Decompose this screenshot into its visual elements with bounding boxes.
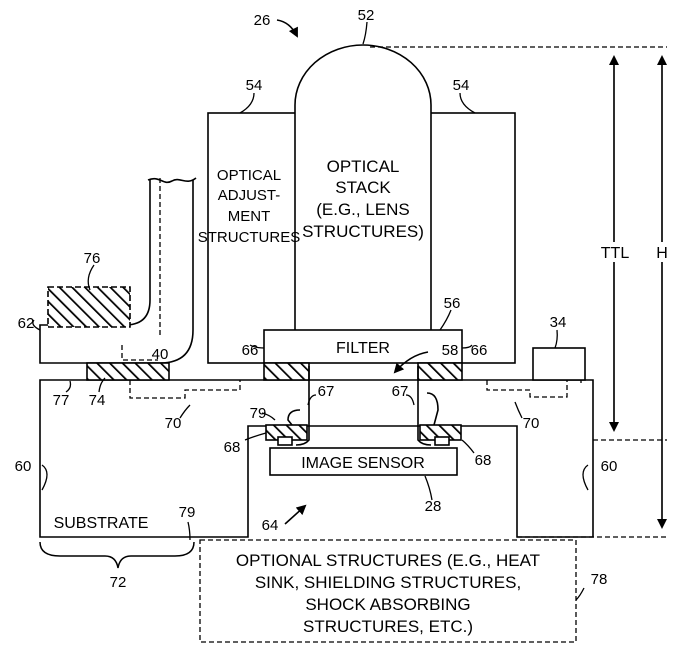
ref-34: 34 <box>550 314 567 331</box>
flex-cable-break <box>147 177 197 184</box>
optical-adjust-label-2: ADJUST- <box>218 187 281 204</box>
pad-74 <box>86 362 170 381</box>
optical-adjust-right <box>429 112 516 364</box>
aperture-left <box>295 366 310 446</box>
optical-stack-label-1: OPTICAL <box>327 157 400 176</box>
ref-79-left: 79 <box>250 405 267 422</box>
ref-70-right: 70 <box>523 415 540 432</box>
optical-stack-label-3: (E.G., LENS <box>316 200 410 219</box>
pad-66-left <box>263 362 310 381</box>
ref-74: 74 <box>89 392 106 409</box>
optional-label-1: OPTIONAL STRUCTURES (E.G., HEAT <box>236 551 540 570</box>
optional-label-2: SINK, SHIELDING STRUCTURES, <box>255 573 521 592</box>
ref-67-left: 67 <box>318 383 335 400</box>
optical-stack-label-4: STRUCTURES) <box>302 222 424 241</box>
ref-52: 52 <box>358 7 375 24</box>
ref-66-right: 66 <box>471 342 488 359</box>
substrate-outline <box>39 379 594 538</box>
optical-stack <box>294 44 432 330</box>
ref-78: 78 <box>591 571 608 588</box>
optical-adjust-label-3: MENT <box>228 208 271 225</box>
stiffener-76 <box>47 286 131 328</box>
ref-54-right: 54 <box>453 77 470 94</box>
optical-stack-label-2: STACK <box>335 178 391 197</box>
h-label: H <box>656 245 668 262</box>
substrate-label: SUBSTRATE <box>54 515 149 532</box>
ref-68-right: 68 <box>475 452 492 469</box>
ref-54-left: 54 <box>246 77 263 94</box>
trace-70-left <box>129 380 241 399</box>
ref-77: 77 <box>53 392 70 409</box>
arrow-64 <box>284 504 307 525</box>
optional-label-3: SHOCK ABSORBING <box>305 595 470 614</box>
ref-79-bottom: 79 <box>179 504 196 521</box>
image-sensor-box <box>269 447 458 476</box>
ref-58: 58 <box>442 342 459 359</box>
filter-box <box>263 329 463 364</box>
ref-68-left: 68 <box>224 439 241 456</box>
ref-76: 76 <box>84 250 101 267</box>
ref-66-left: 66 <box>242 342 259 359</box>
ref-62: 62 <box>18 315 35 332</box>
ref-26: 26 <box>254 12 271 29</box>
ref-64: 64 <box>262 517 279 534</box>
optional-label-4: STRUCTURES, ETC.) <box>303 617 473 636</box>
ref-67-right: 67 <box>392 383 409 400</box>
component-34 <box>532 347 586 381</box>
ref-70-left: 70 <box>165 415 182 432</box>
arrow-58 <box>393 351 429 374</box>
ttl-label: TTL <box>601 245 630 262</box>
brace-72 <box>39 541 195 569</box>
optical-adjust-label-1: OPTICAL <box>217 167 281 184</box>
filter-label: FILTER <box>336 340 390 357</box>
ref-72: 72 <box>110 574 127 591</box>
optical-adjust-label-4: STRUCTURES <box>198 229 301 246</box>
arrow-26 <box>276 19 298 38</box>
optical-adjust-left <box>207 112 297 364</box>
aperture-right <box>417 366 432 446</box>
flex-cable <box>39 180 194 364</box>
ref-28: 28 <box>425 498 442 515</box>
pad-66-right <box>417 362 463 381</box>
ref-60-left: 60 <box>15 458 32 475</box>
ref-60-right: 60 <box>601 458 618 475</box>
ref-56: 56 <box>444 295 461 312</box>
optional-structures-box <box>199 539 577 643</box>
ref-40: 40 <box>152 346 169 363</box>
trace-70-right <box>486 380 568 398</box>
image-sensor-label: IMAGE SENSOR <box>301 455 425 472</box>
